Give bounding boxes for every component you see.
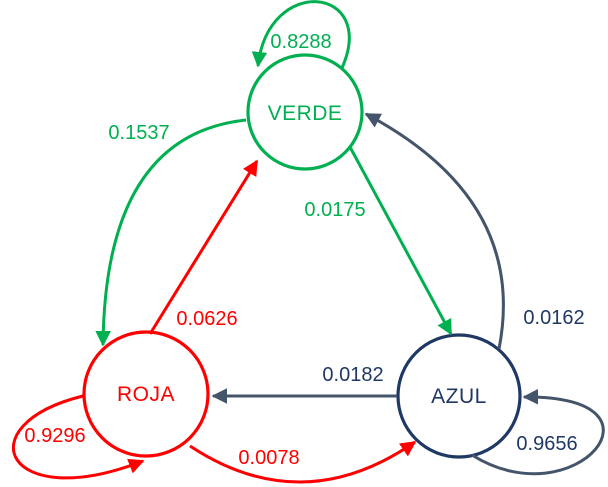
edge-label-roja-verde: 0.0626 xyxy=(176,308,237,330)
state-roja-label: ROJA xyxy=(117,383,175,406)
edge-verde-to-azul xyxy=(348,146,453,336)
state-azul xyxy=(396,333,522,459)
edge-label-azul-verde: 0.0162 xyxy=(523,307,584,329)
self-loop-roja xyxy=(11,394,145,480)
self-loop-verde xyxy=(251,0,351,69)
edge-label-azul-roja: 0.0182 xyxy=(322,364,383,386)
self-prob-roja: 0.9296 xyxy=(24,425,85,447)
edge-roja-to-azul xyxy=(189,440,417,484)
edge-azul-to-verde xyxy=(364,112,505,350)
state-verde xyxy=(246,53,364,171)
self-prob-azul: 0.9656 xyxy=(516,433,577,455)
self-prob-verde: 0.8288 xyxy=(270,31,331,53)
edge-verde-to-roja xyxy=(95,118,247,347)
edge-label-roja-azul: 0.0078 xyxy=(238,447,299,469)
state-azul-label: AZUL xyxy=(431,385,487,408)
state-verde-label: VERDE xyxy=(268,102,343,125)
edge-label-verde-azul: 0.0175 xyxy=(304,199,365,221)
self-loop-azul xyxy=(471,389,605,476)
edge-label-verde-roja: 0.1537 xyxy=(108,122,169,144)
state-roja xyxy=(82,330,210,458)
edge-roja-to-verde xyxy=(148,159,259,335)
